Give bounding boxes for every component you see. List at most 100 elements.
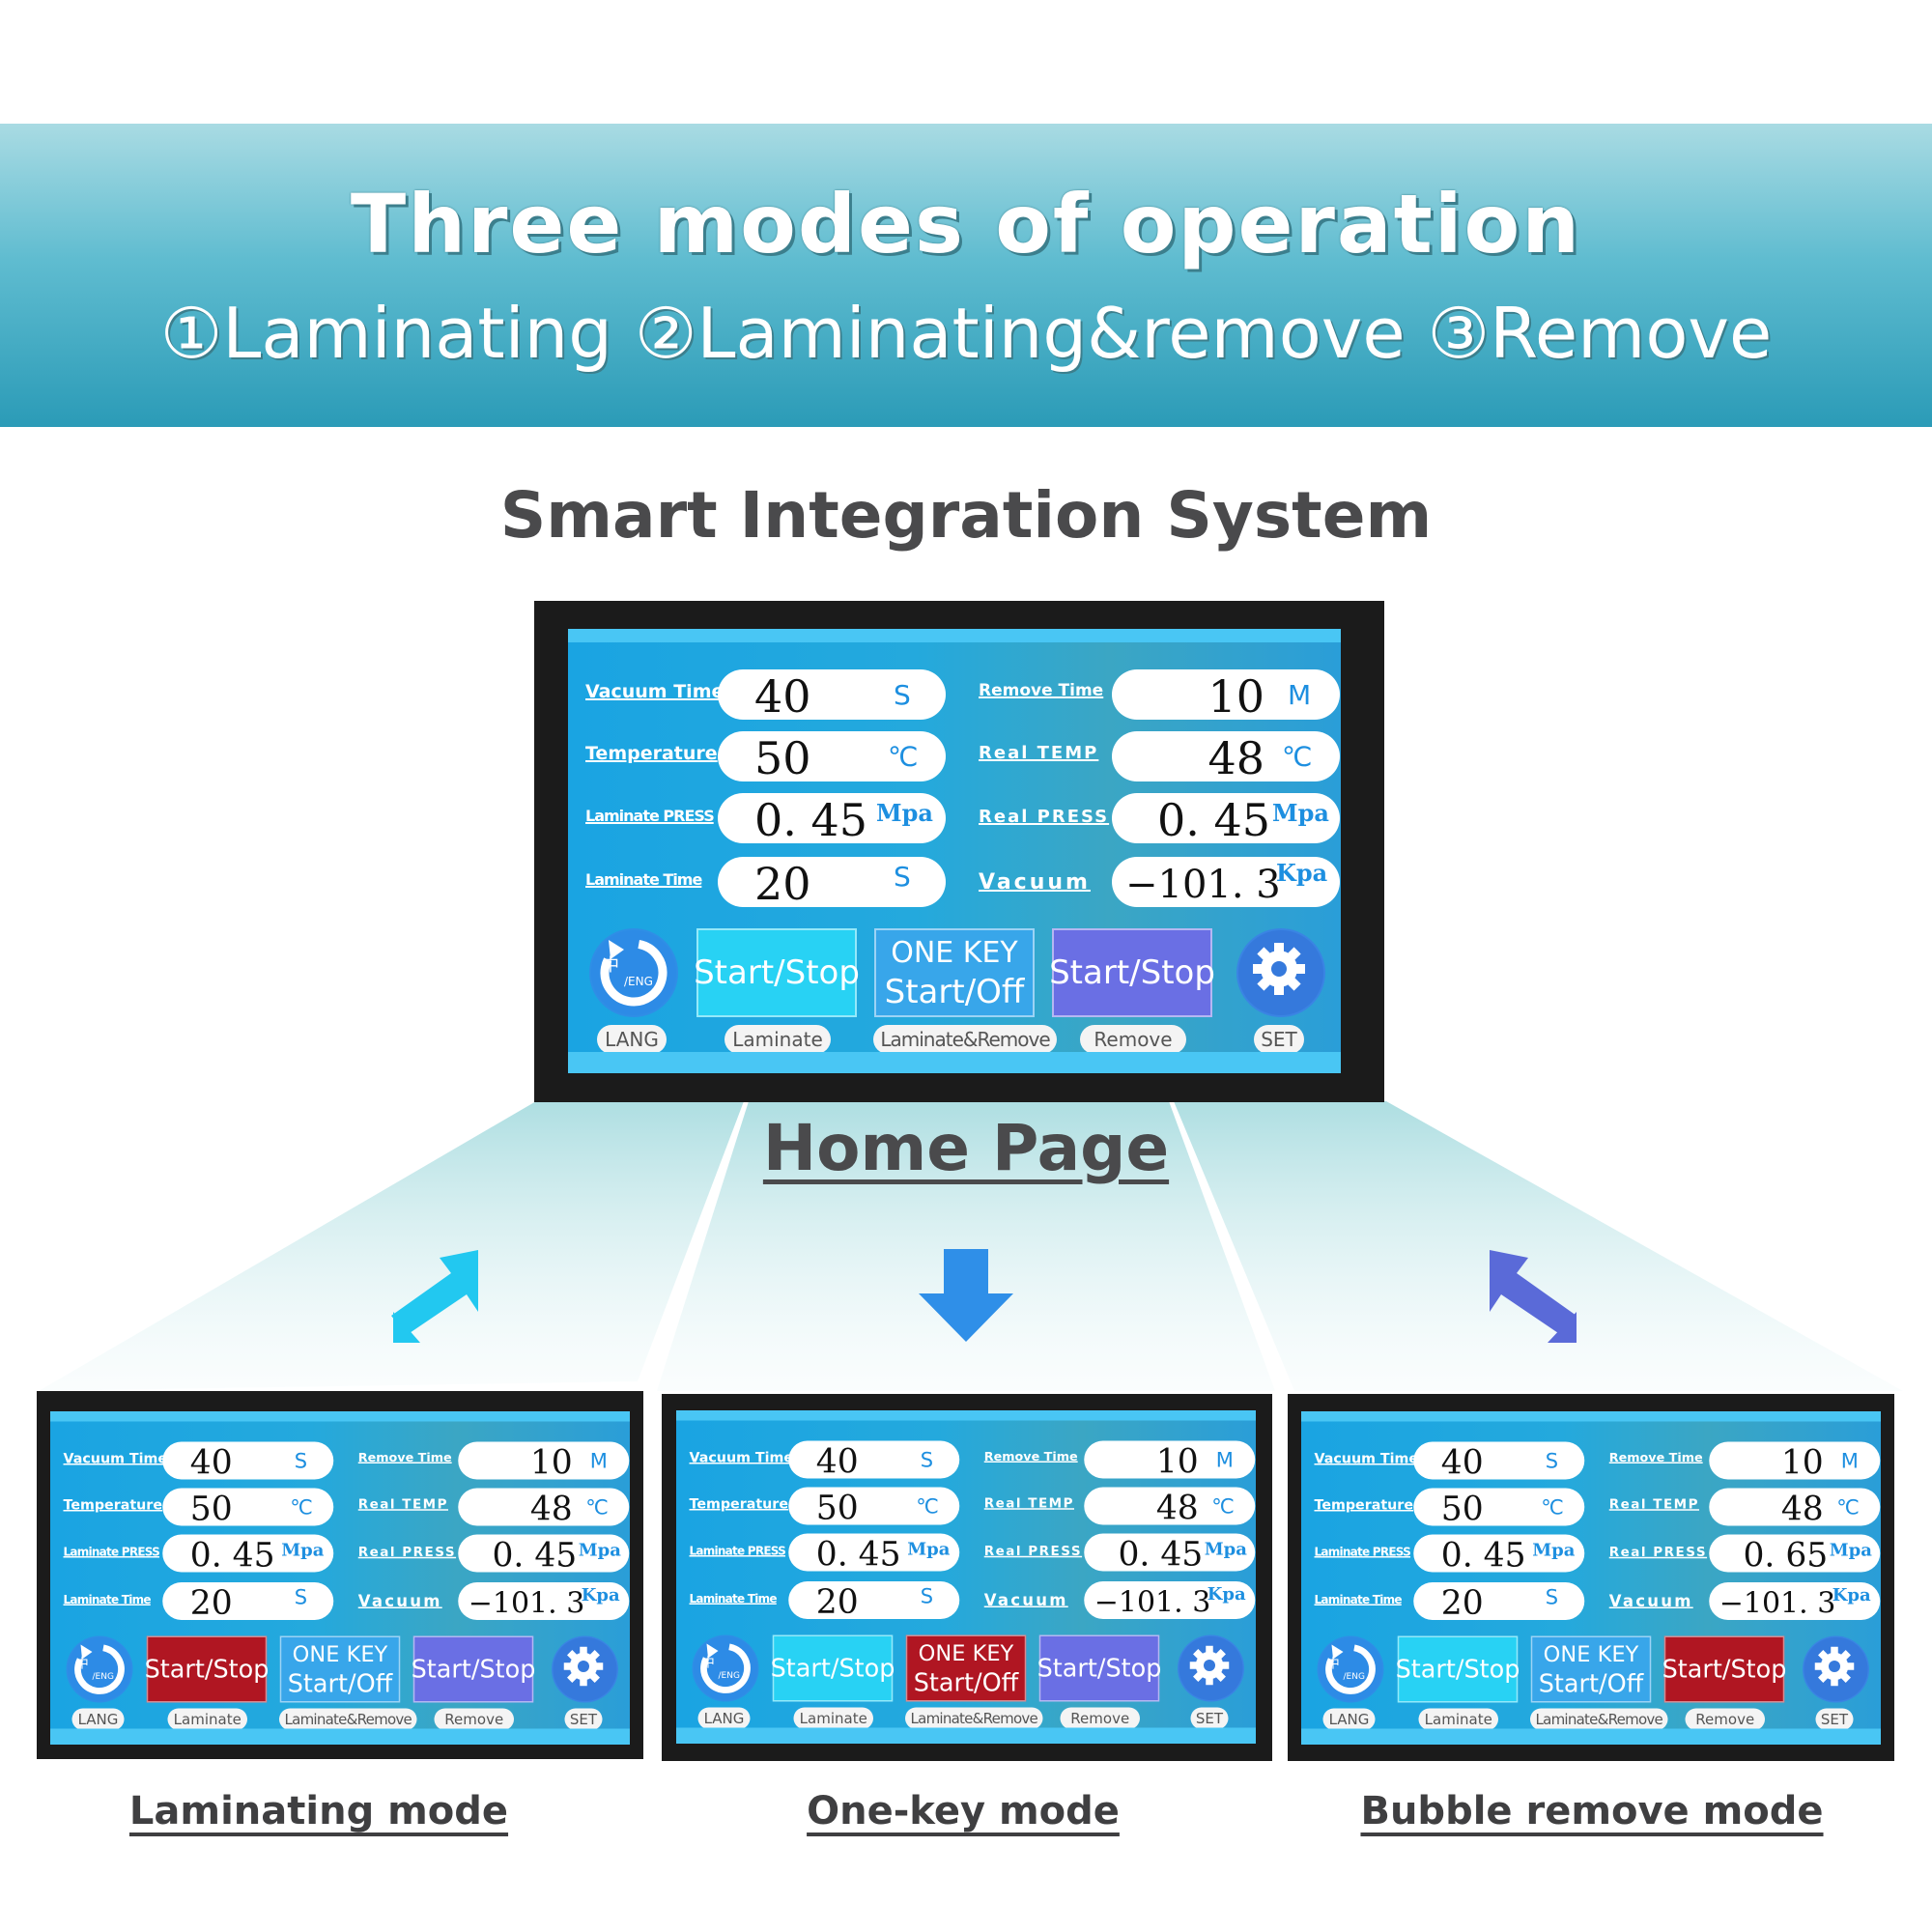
remove-start-stop-button[interactable]: Start/Stop: [411, 1635, 536, 1703]
onekey-start-off-button[interactable]: ONE KEY Start/Off: [1530, 1635, 1652, 1703]
onekey-start-off-button[interactable]: ONE KEY Start/Off: [874, 928, 1035, 1017]
screen-bottom-bar: [568, 1052, 1341, 1073]
field-unit: ℃: [585, 1495, 609, 1520]
field-value: 10: [1155, 1441, 1199, 1481]
field-laminate-time[interactable]: 20 S: [788, 1581, 960, 1621]
arrow-down-right-icon: [1490, 1250, 1577, 1343]
set-button[interactable]: [1236, 928, 1325, 1017]
field-unit: Mpa: [281, 1539, 325, 1560]
banner-subtitle: ①Laminating ②Laminating&remove ③Remove: [159, 293, 1773, 374]
field-laminate-time[interactable]: 20 S: [162, 1582, 334, 1622]
field-value: 48: [1155, 1488, 1199, 1527]
field-value: 0. 45: [1156, 794, 1270, 846]
set-label: SET: [1254, 1025, 1304, 1054]
touch-screen-remove: Vacuum Time 40 S Temperature 50 ℃ Lamina…: [1301, 1411, 1881, 1745]
button-text: Start/Stop: [411, 1655, 536, 1684]
field-value: 0. 45: [815, 1534, 901, 1574]
field-value: −101. 3: [1125, 863, 1281, 907]
laminate-label: Laminate: [793, 1707, 873, 1729]
field-label-laminate-time: Laminate Time: [585, 870, 702, 889]
field-label-vacuum-time: Vacuum Time: [585, 681, 724, 702]
lang-glyph: 中: [75, 1656, 89, 1672]
field-vacuum-time[interactable]: 40 S: [1413, 1441, 1585, 1482]
button-text: ONE KEY Start/Off: [288, 1640, 393, 1699]
field-remove-time[interactable]: 10 M: [1084, 1440, 1256, 1481]
set-button[interactable]: [1178, 1634, 1244, 1702]
field-temperature[interactable]: 50 ℃: [162, 1488, 334, 1528]
gear-icon: [553, 1637, 617, 1701]
field-value: 10: [529, 1442, 573, 1482]
field-unit: Mpa: [876, 799, 933, 827]
field-laminate-press[interactable]: 0. 45 Mpa: [718, 793, 946, 846]
field-vacuum-time[interactable]: 40 S: [788, 1440, 960, 1481]
set-button[interactable]: [1803, 1635, 1869, 1703]
field-remove-time[interactable]: 10 M: [458, 1441, 630, 1482]
laminate-start-stop-button[interactable]: Start/Stop: [694, 928, 860, 1017]
field-remove-time[interactable]: 10 M: [1709, 1441, 1881, 1482]
lang-glyph: 中: [1326, 1656, 1340, 1672]
field-unit: M: [1215, 1448, 1234, 1472]
field-unit: S: [894, 679, 911, 711]
field-value: 0. 45: [1118, 1534, 1204, 1574]
beam-center: [657, 1101, 1275, 1391]
laminate-start-stop-button[interactable]: Start/Stop: [145, 1635, 269, 1703]
button-text: Start/Stop: [1037, 1654, 1162, 1683]
lang-button[interactable]: 中 /ENG: [1317, 1635, 1384, 1703]
field-label-real-temp: Real TEMP: [983, 1495, 1075, 1512]
field-temperature[interactable]: 50 ℃: [788, 1487, 960, 1527]
field-temperature[interactable]: 50 ℃: [718, 731, 946, 784]
field-unit: ℃: [1282, 741, 1313, 773]
field-unit: Mpa: [1272, 799, 1329, 827]
remove-start-stop-button[interactable]: Start/Stop: [1037, 1634, 1162, 1702]
laminate-start-stop-button[interactable]: Start/Stop: [1396, 1635, 1520, 1703]
field-temperature[interactable]: 50 ℃: [1413, 1488, 1585, 1528]
onekey-start-off-button[interactable]: ONE KEY Start/Off: [905, 1634, 1027, 1702]
onekey-line1: ONE KEY: [1543, 1641, 1639, 1667]
field-unit: Kpa: [1832, 1583, 1871, 1605]
lang-button[interactable]: 中 /ENG: [66, 1635, 133, 1703]
onekey-start-off-button[interactable]: ONE KEY Start/Off: [279, 1635, 401, 1703]
field-laminate-time[interactable]: 20 S: [718, 857, 946, 910]
laminate-start-stop-button[interactable]: Start/Stop: [771, 1634, 895, 1702]
field-remove-time[interactable]: 10 M: [1112, 669, 1340, 723]
field-value: 48: [1780, 1489, 1824, 1528]
screen-bottom-bar: [50, 1728, 630, 1745]
field-value: 0. 45: [492, 1535, 578, 1575]
lang-button[interactable]: 中 /ENG: [589, 928, 678, 1017]
laminating-screen-frame: Vacuum Time 40 S Temperature 50 ℃ Lamina…: [37, 1391, 643, 1759]
field-real-press: 0. 45 Mpa: [1112, 793, 1340, 846]
field-laminate-press[interactable]: 0. 45 Mpa: [162, 1534, 334, 1575]
field-laminate-press[interactable]: 0. 45 Mpa: [788, 1533, 960, 1574]
laminate-remove-label: Laminate&Remove: [905, 1707, 1043, 1729]
field-vacuum-time[interactable]: 40 S: [162, 1441, 334, 1482]
field-unit: M: [589, 1449, 608, 1473]
field-real-press: 0. 65 Mpa: [1709, 1534, 1881, 1575]
lang-button[interactable]: 中 /ENG: [692, 1634, 759, 1702]
screen-bottom-bar: [1301, 1728, 1881, 1745]
field-label-vacuum-time: Vacuum Time: [689, 1449, 794, 1466]
lang-label: LANG: [597, 1025, 667, 1054]
field-value: −101. 3: [1094, 1585, 1211, 1620]
field-unit: S: [1545, 1449, 1559, 1473]
field-label-real-temp: Real TEMP: [979, 743, 1099, 763]
field-value: 20: [1440, 1582, 1484, 1623]
field-label-laminate-time: Laminate Time: [689, 1591, 778, 1605]
button-text: Start/Stop: [1662, 1655, 1787, 1684]
remove-start-stop-button[interactable]: Start/Stop: [1049, 928, 1215, 1017]
field-unit: ℃: [888, 741, 919, 773]
remove-screen-frame: Vacuum Time 40 S Temperature 50 ℃ Lamina…: [1288, 1394, 1894, 1761]
field-real-temp: 48 ℃: [1084, 1487, 1256, 1527]
field-unit: S: [294, 1449, 308, 1473]
field-laminate-time[interactable]: 20 S: [1413, 1582, 1585, 1623]
remove-label: Remove: [1080, 1025, 1186, 1054]
field-vacuum-time[interactable]: 40 S: [718, 669, 946, 723]
field-value: 40: [754, 670, 811, 723]
remove-start-stop-button[interactable]: Start/Stop: [1662, 1635, 1787, 1703]
screen-top-bar: [1301, 1411, 1881, 1422]
language-switch-icon: [694, 1636, 757, 1700]
field-unit: M: [1288, 679, 1312, 711]
set-button[interactable]: [552, 1635, 618, 1703]
field-laminate-press[interactable]: 0. 45 Mpa: [1413, 1534, 1585, 1575]
language-switch-icon: [591, 930, 676, 1015]
